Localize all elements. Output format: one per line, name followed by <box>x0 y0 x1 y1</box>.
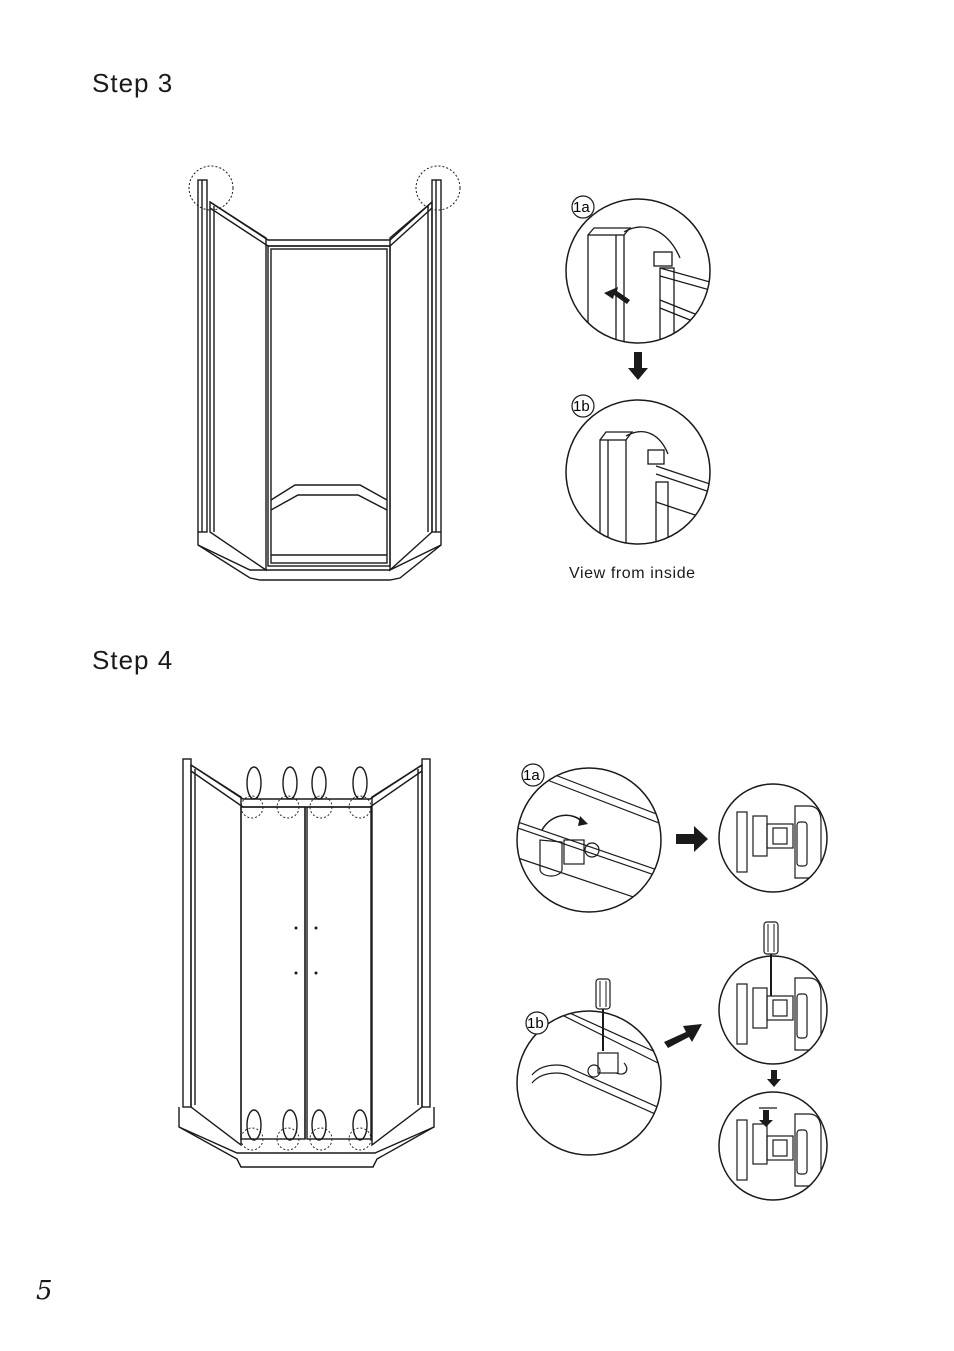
highlight-circle-right <box>416 166 460 210</box>
step4-label-1a: 1a <box>523 767 540 784</box>
step3-label-1b: 1b <box>573 398 590 415</box>
arrow-down-icon <box>627 352 649 382</box>
step3-detail-1b: 1b <box>560 392 720 552</box>
step3-enclosure-illustration <box>180 160 480 590</box>
page-number: 5 <box>36 1276 53 1306</box>
step4-result-1b-upper <box>717 918 832 1068</box>
step4-result-1b-lower <box>717 1090 832 1205</box>
step4-result-1a <box>717 782 832 897</box>
view-caption: View from inside <box>569 565 696 583</box>
step4-label-1b: 1b <box>527 1015 544 1032</box>
arrow-diagonal-icon <box>662 1018 704 1052</box>
step4-detail-1a: 1a <box>512 760 667 915</box>
step3-label-1a: 1a <box>573 199 590 216</box>
arrow-right-icon <box>676 826 710 852</box>
step4-title: Step 4 <box>92 645 173 676</box>
arrow-down-icon <box>766 1070 782 1088</box>
step3-title: Step 3 <box>92 68 173 99</box>
step4-enclosure-illustration <box>175 755 440 1175</box>
step4-detail-1b: 1b <box>512 975 667 1165</box>
step3-detail-1a: 1a <box>560 190 720 350</box>
